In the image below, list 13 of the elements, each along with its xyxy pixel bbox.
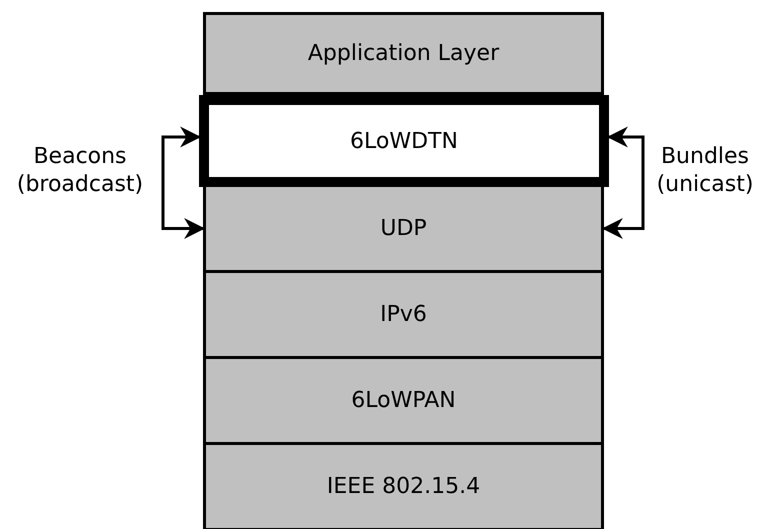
layer-box xyxy=(199,95,609,187)
layer-box xyxy=(203,356,604,445)
layer-label: 6LoWPAN xyxy=(351,388,456,413)
layer-label: UDP xyxy=(380,216,427,241)
layer-box xyxy=(203,12,604,95)
layer-box xyxy=(203,442,604,529)
layer-box xyxy=(203,184,604,273)
layer-label: IPv6 xyxy=(380,302,427,327)
layer-label: Application Layer xyxy=(308,41,500,66)
layer-label: IEEE 802.15.4 xyxy=(326,474,480,499)
layer-box xyxy=(203,270,604,359)
arrow xyxy=(162,126,206,239)
layer-label: 6LoWDTN xyxy=(350,128,458,154)
